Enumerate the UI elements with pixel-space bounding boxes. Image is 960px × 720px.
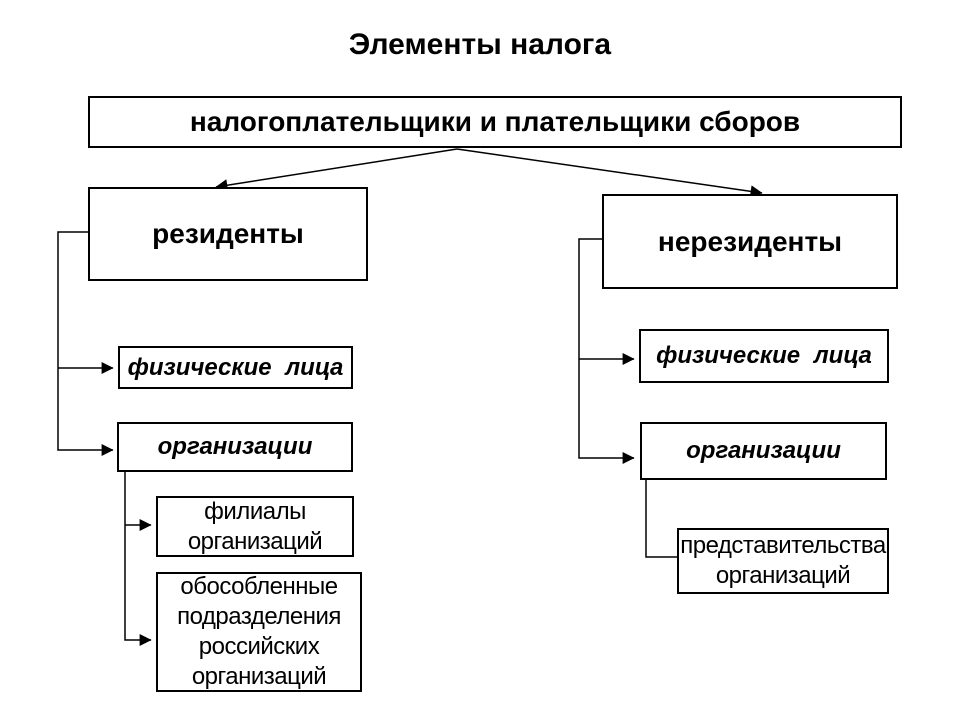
- page-title: Элементы налога: [348, 28, 612, 61]
- connector-organizations-representatives: [645, 480, 677, 558]
- arrow-root-to-residents: [215, 148, 458, 192]
- residents-individuals-box: физические лица: [118, 346, 353, 389]
- arrow-root-to-nonresidents: [456, 148, 763, 198]
- nonresidents-organizations-box: организации: [640, 422, 887, 480]
- residents-organizations-box: организации: [117, 422, 353, 472]
- representative-offices-box: представительства организаций: [677, 528, 889, 594]
- separate-subdivisions-box: обособленные подразделения российских ор…: [156, 572, 362, 692]
- residents-box: резиденты: [88, 187, 368, 281]
- taxpayers-box: налогоплательщики и плательщики сборов: [88, 96, 902, 148]
- branches-box: филиалы организаций: [156, 496, 354, 557]
- connector-organizations-separate: [124, 472, 152, 646]
- nonresidents-individuals-box: физические лица: [639, 329, 889, 383]
- nonresidents-box: нерезиденты: [602, 194, 898, 289]
